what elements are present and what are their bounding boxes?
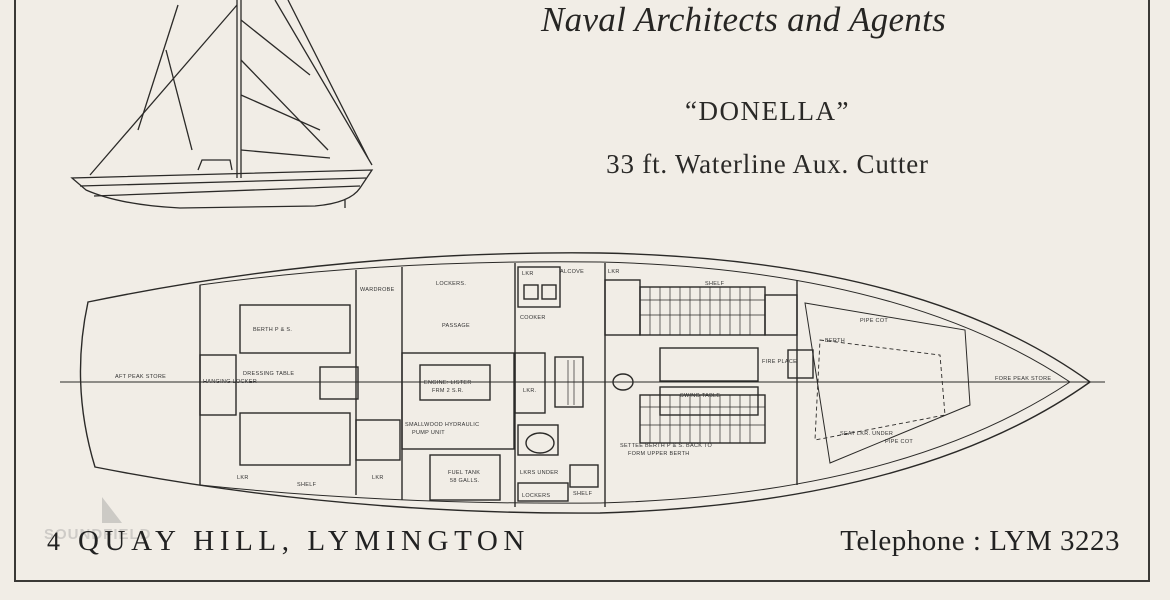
label-shelf-top: SHELF (705, 281, 725, 287)
street-number: 4 (47, 527, 60, 556)
label-fire-place: FIRE PLACE (762, 359, 797, 365)
label-hanging-locker: HANGING LOCKER (203, 379, 257, 385)
label-lkr-mid: LKR. (523, 388, 537, 394)
label-fore-peak-store: FORE PEAK STORE (995, 376, 1051, 382)
hull-outline (79, 252, 1092, 514)
footer-telephone: Telephone : LYM 3223 (840, 525, 1120, 557)
label-aft-peak-store: AFT PEAK STORE (115, 374, 166, 380)
accommodation-plan-drawing: AFT PEAK STORE HANGING LOCKER DRESSING T… (60, 252, 1105, 514)
label-lockers: LOCKERS. (436, 281, 466, 287)
label-lockers-bottom: LOCKERS (522, 493, 550, 499)
label-dressing-table: DRESSING TABLE (243, 371, 294, 377)
label-lkr-top: LKR (522, 271, 534, 277)
label-berth-fwd: BERTH (825, 338, 845, 344)
label-seat-lkr: SEAT LKR. UNDER (840, 431, 893, 437)
label-lkrs-under: LKRS UNDER (520, 470, 558, 476)
label-engine: ENGINE: LISTER (424, 380, 472, 386)
svg-text:SOUNDFIELD: SOUNDFIELD (44, 526, 152, 543)
label-alcove: ALCOVE (560, 269, 584, 275)
label-pipe-cot-bottom: PIPE COT (885, 439, 913, 445)
yacht-name: “DONELLA” (685, 96, 850, 126)
yacht-description: 33 ft. Waterline Aux. Cutter (606, 149, 929, 179)
label-cooker: COOKER (520, 315, 546, 321)
label-pipe-cot-top: PIPE COT (860, 318, 888, 324)
soundfield-watermark-logo: SOUNDFIELD (44, 497, 152, 543)
label-settee-berth-2: FORM UPPER BERTH (628, 451, 690, 457)
sail-plan-illustration (70, 0, 374, 209)
footer-address: 4 QUAY HILL, LYMINGTON (47, 525, 530, 558)
label-lkr-bottom-left: LKR (237, 475, 249, 481)
label-lkr-bottom-2: LKR (372, 475, 384, 481)
label-swing-table: SWING TABLE (680, 393, 720, 399)
label-berth-ps: BERTH P & S. (253, 327, 292, 333)
company-tagline: Naval Architects and Agents (541, 0, 947, 39)
label-pump-unit-2: PUMP UNIT (412, 430, 445, 436)
page-border (14, 0, 1150, 582)
label-shelf-bottom-left: SHELF (297, 482, 317, 488)
label-shelf-bottom: SHELF (573, 491, 593, 497)
street-address: QUAY HILL, LYMINGTON (78, 525, 530, 557)
label-fuel-tank: FUEL TANK (448, 470, 480, 476)
label-pump-unit: SMALLWOOD HYDRAULIC (405, 422, 479, 428)
label-wardrobe: WARDROBE (360, 287, 395, 293)
label-lkr-top-2: LKR (608, 269, 620, 275)
label-fuel-tank-2: 58 GALLS. (450, 478, 480, 484)
label-engine-2: FRM 2 S.R. (432, 388, 464, 394)
label-passage: PASSAGE (442, 323, 470, 329)
label-settee-berth: SETTEE BERTH P & S. BACK TO (620, 443, 712, 449)
